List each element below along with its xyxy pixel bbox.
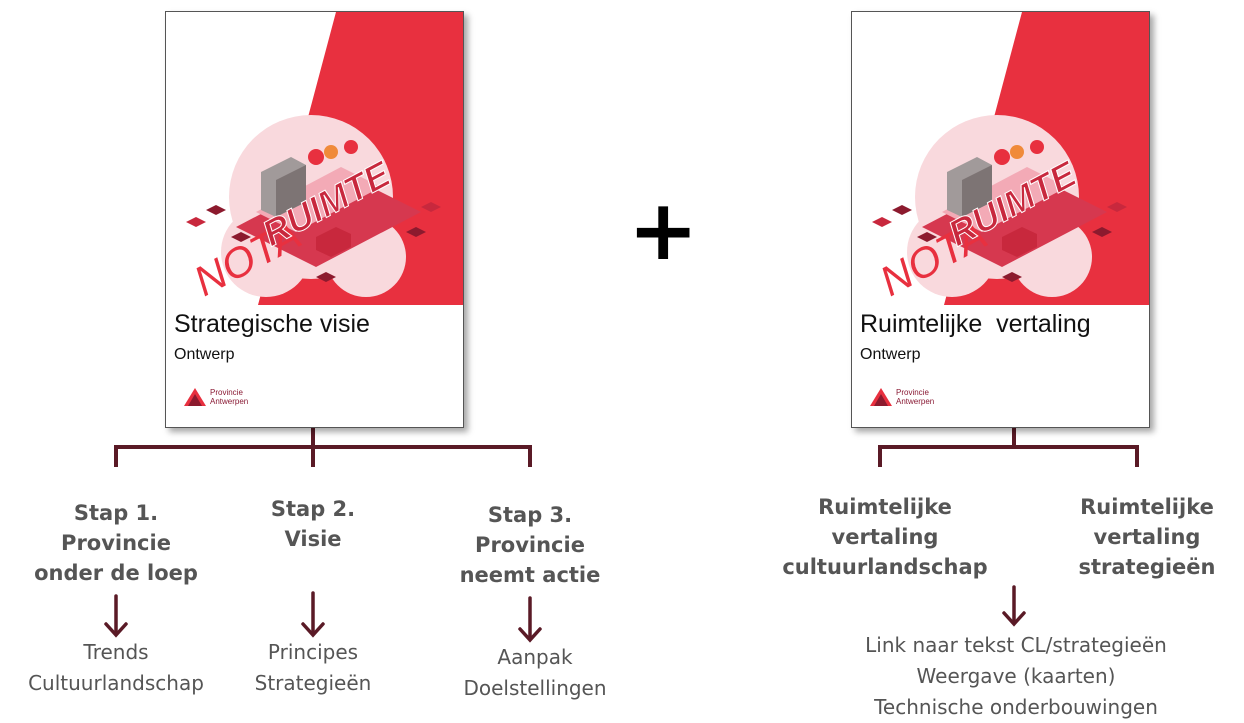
logo-triangle-icon — [870, 388, 892, 406]
step-1-results: Trends Cultuurlandschap — [28, 640, 204, 695]
nota-ruimte-illustration: NOTA RUIMTE — [186, 12, 463, 305]
plus-sign: + — [628, 181, 699, 279]
nota-ruimte-illustration: NOTA RUIMTE — [872, 12, 1149, 305]
document-cover-strategische-visie: NOTA RUIMTE Strategische visie Ontwerp P… — [165, 11, 464, 428]
provincie-antwerpen-logo: Provincie Antwerpen — [184, 388, 270, 406]
right-step-strategieen: Ruimtelijke vertaling strategieën — [1078, 495, 1216, 579]
step-2-label: Stap 2. Visie — [270, 497, 356, 551]
step-3-label: Stap 3. Provincie neemt actie — [459, 503, 601, 587]
step-2-results: Principes Strategieën — [254, 640, 372, 695]
document-cover-ruimtelijke-vertaling: NOTA RUIMTE Ruimtelijke vertaling Ontwer… — [851, 11, 1150, 428]
cover-subtitle: Ontwerp — [174, 346, 235, 363]
cover-title: Ruimtelijke vertaling — [860, 310, 1091, 338]
cover-subtitle: Ontwerp — [860, 346, 921, 363]
logo-triangle-icon — [184, 388, 206, 406]
right-step-cultuurlandschap: Ruimtelijke vertaling cultuurlandschap — [782, 495, 988, 579]
right-results: Link naar tekst CL/strategieën Weergave … — [865, 633, 1167, 719]
step-1-label: Stap 1. Provincie onder de loep — [34, 501, 198, 585]
provincie-antwerpen-logo: Provincie Antwerpen — [870, 388, 956, 406]
cover-title: Strategische visie — [174, 310, 370, 338]
step-3-results: Aanpak Doelstellingen — [463, 645, 607, 700]
